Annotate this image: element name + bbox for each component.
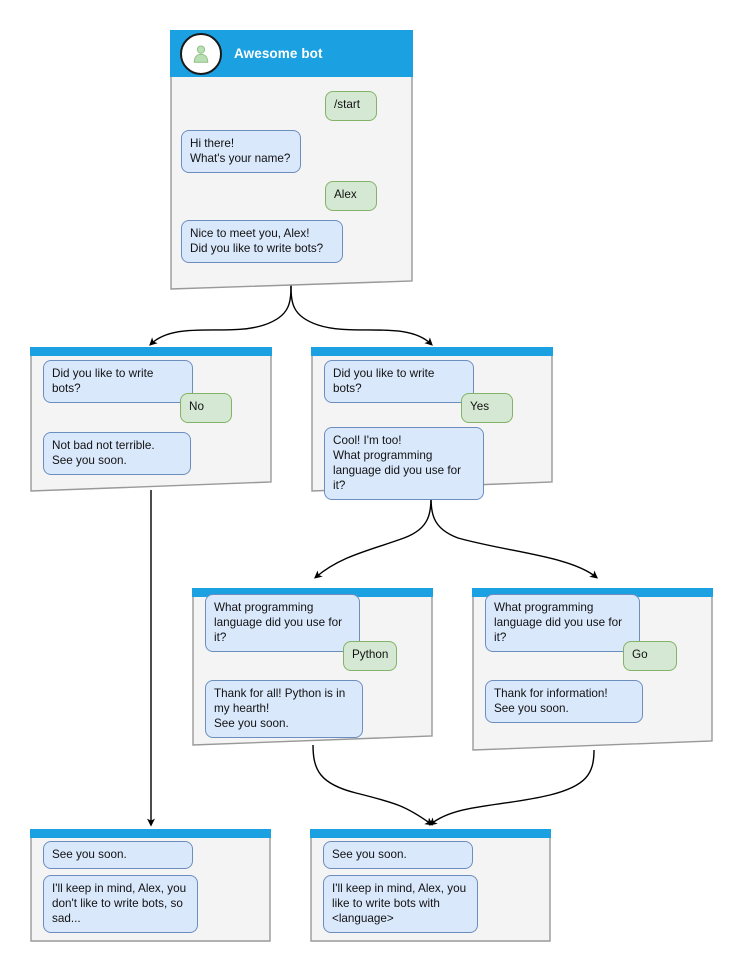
message-bot-question: What programming language did you use fo…	[485, 594, 640, 652]
message-bot-question: Did you like to write bots?	[324, 360, 474, 403]
node-end-sad-screen[interactable]: See you soon. I'll keep in mind, Alex, y…	[30, 829, 271, 942]
message-user-go: Go	[623, 641, 677, 671]
node-end-happy-screen[interactable]: See you soon. I'll keep in mind, Alex, y…	[310, 829, 551, 942]
message-bot-nice-to-meet: Nice to meet you, Alex! Did you like to …	[181, 220, 343, 263]
message-bot-thanks: Thank for all! Python is in my hearth! S…	[205, 680, 363, 738]
message-user-name: Alex	[325, 181, 377, 211]
chat-header	[192, 588, 433, 597]
message-bot-greeting: Hi there! What's your name?	[181, 130, 301, 173]
chat-header	[30, 347, 272, 356]
message-user-no: No	[180, 393, 232, 423]
chat-header	[310, 829, 551, 838]
node-answer-no-screen[interactable]: Did you like to write bots? No Not bad n…	[30, 347, 272, 492]
message-user-yes: Yes	[461, 393, 513, 423]
message-bot-question: What programming language did you use fo…	[205, 594, 360, 652]
message-user-start: /start	[325, 91, 377, 121]
message-bot-see-you-soon: See you soon.	[323, 841, 473, 869]
chat-header	[472, 588, 713, 597]
node-answer-yes-screen[interactable]: Did you like to write bots? Yes Cool! I'…	[311, 347, 553, 500]
edge-go-to-end-happy	[428, 749, 595, 826]
message-bot-question: Did you like to write bots?	[43, 360, 193, 403]
node-answer-go-screen[interactable]: What programming language did you use fo…	[472, 588, 713, 751]
message-bot-keep-in-mind: I'll keep in mind, Alex, you don't like …	[43, 875, 198, 933]
edge-yes-to-go	[430, 491, 599, 579]
chat-header	[30, 829, 271, 838]
bot-title: Awesome bot	[234, 46, 323, 61]
node-start-screen[interactable]: Awesome bot /start Hi there! What's your…	[170, 30, 413, 290]
chat-header	[311, 347, 553, 356]
edge-start-to-no	[149, 281, 292, 346]
message-bot-not-bad: Not bad not terrible. See you soon.	[43, 432, 191, 475]
message-bot-keep-in-mind: I'll keep in mind, Alex, you like to wri…	[323, 875, 478, 933]
message-bot-see-you-soon: See you soon.	[43, 841, 193, 869]
chat-header: Awesome bot	[170, 30, 413, 77]
message-user-python-label: Python	[343, 641, 397, 671]
message-bot-thanks-info: Thank for information! See you soon.	[485, 680, 643, 723]
message-bot-cool: Cool! I'm too! What programming language…	[324, 427, 484, 500]
node-answer-python-screen[interactable]: What programming language did you use fo…	[192, 588, 433, 746]
edge-python-to-end-happy	[312, 744, 434, 826]
edge-start-to-yes	[290, 281, 433, 346]
person-avatar-icon	[180, 32, 222, 75]
edge-yes-to-python	[314, 491, 432, 579]
